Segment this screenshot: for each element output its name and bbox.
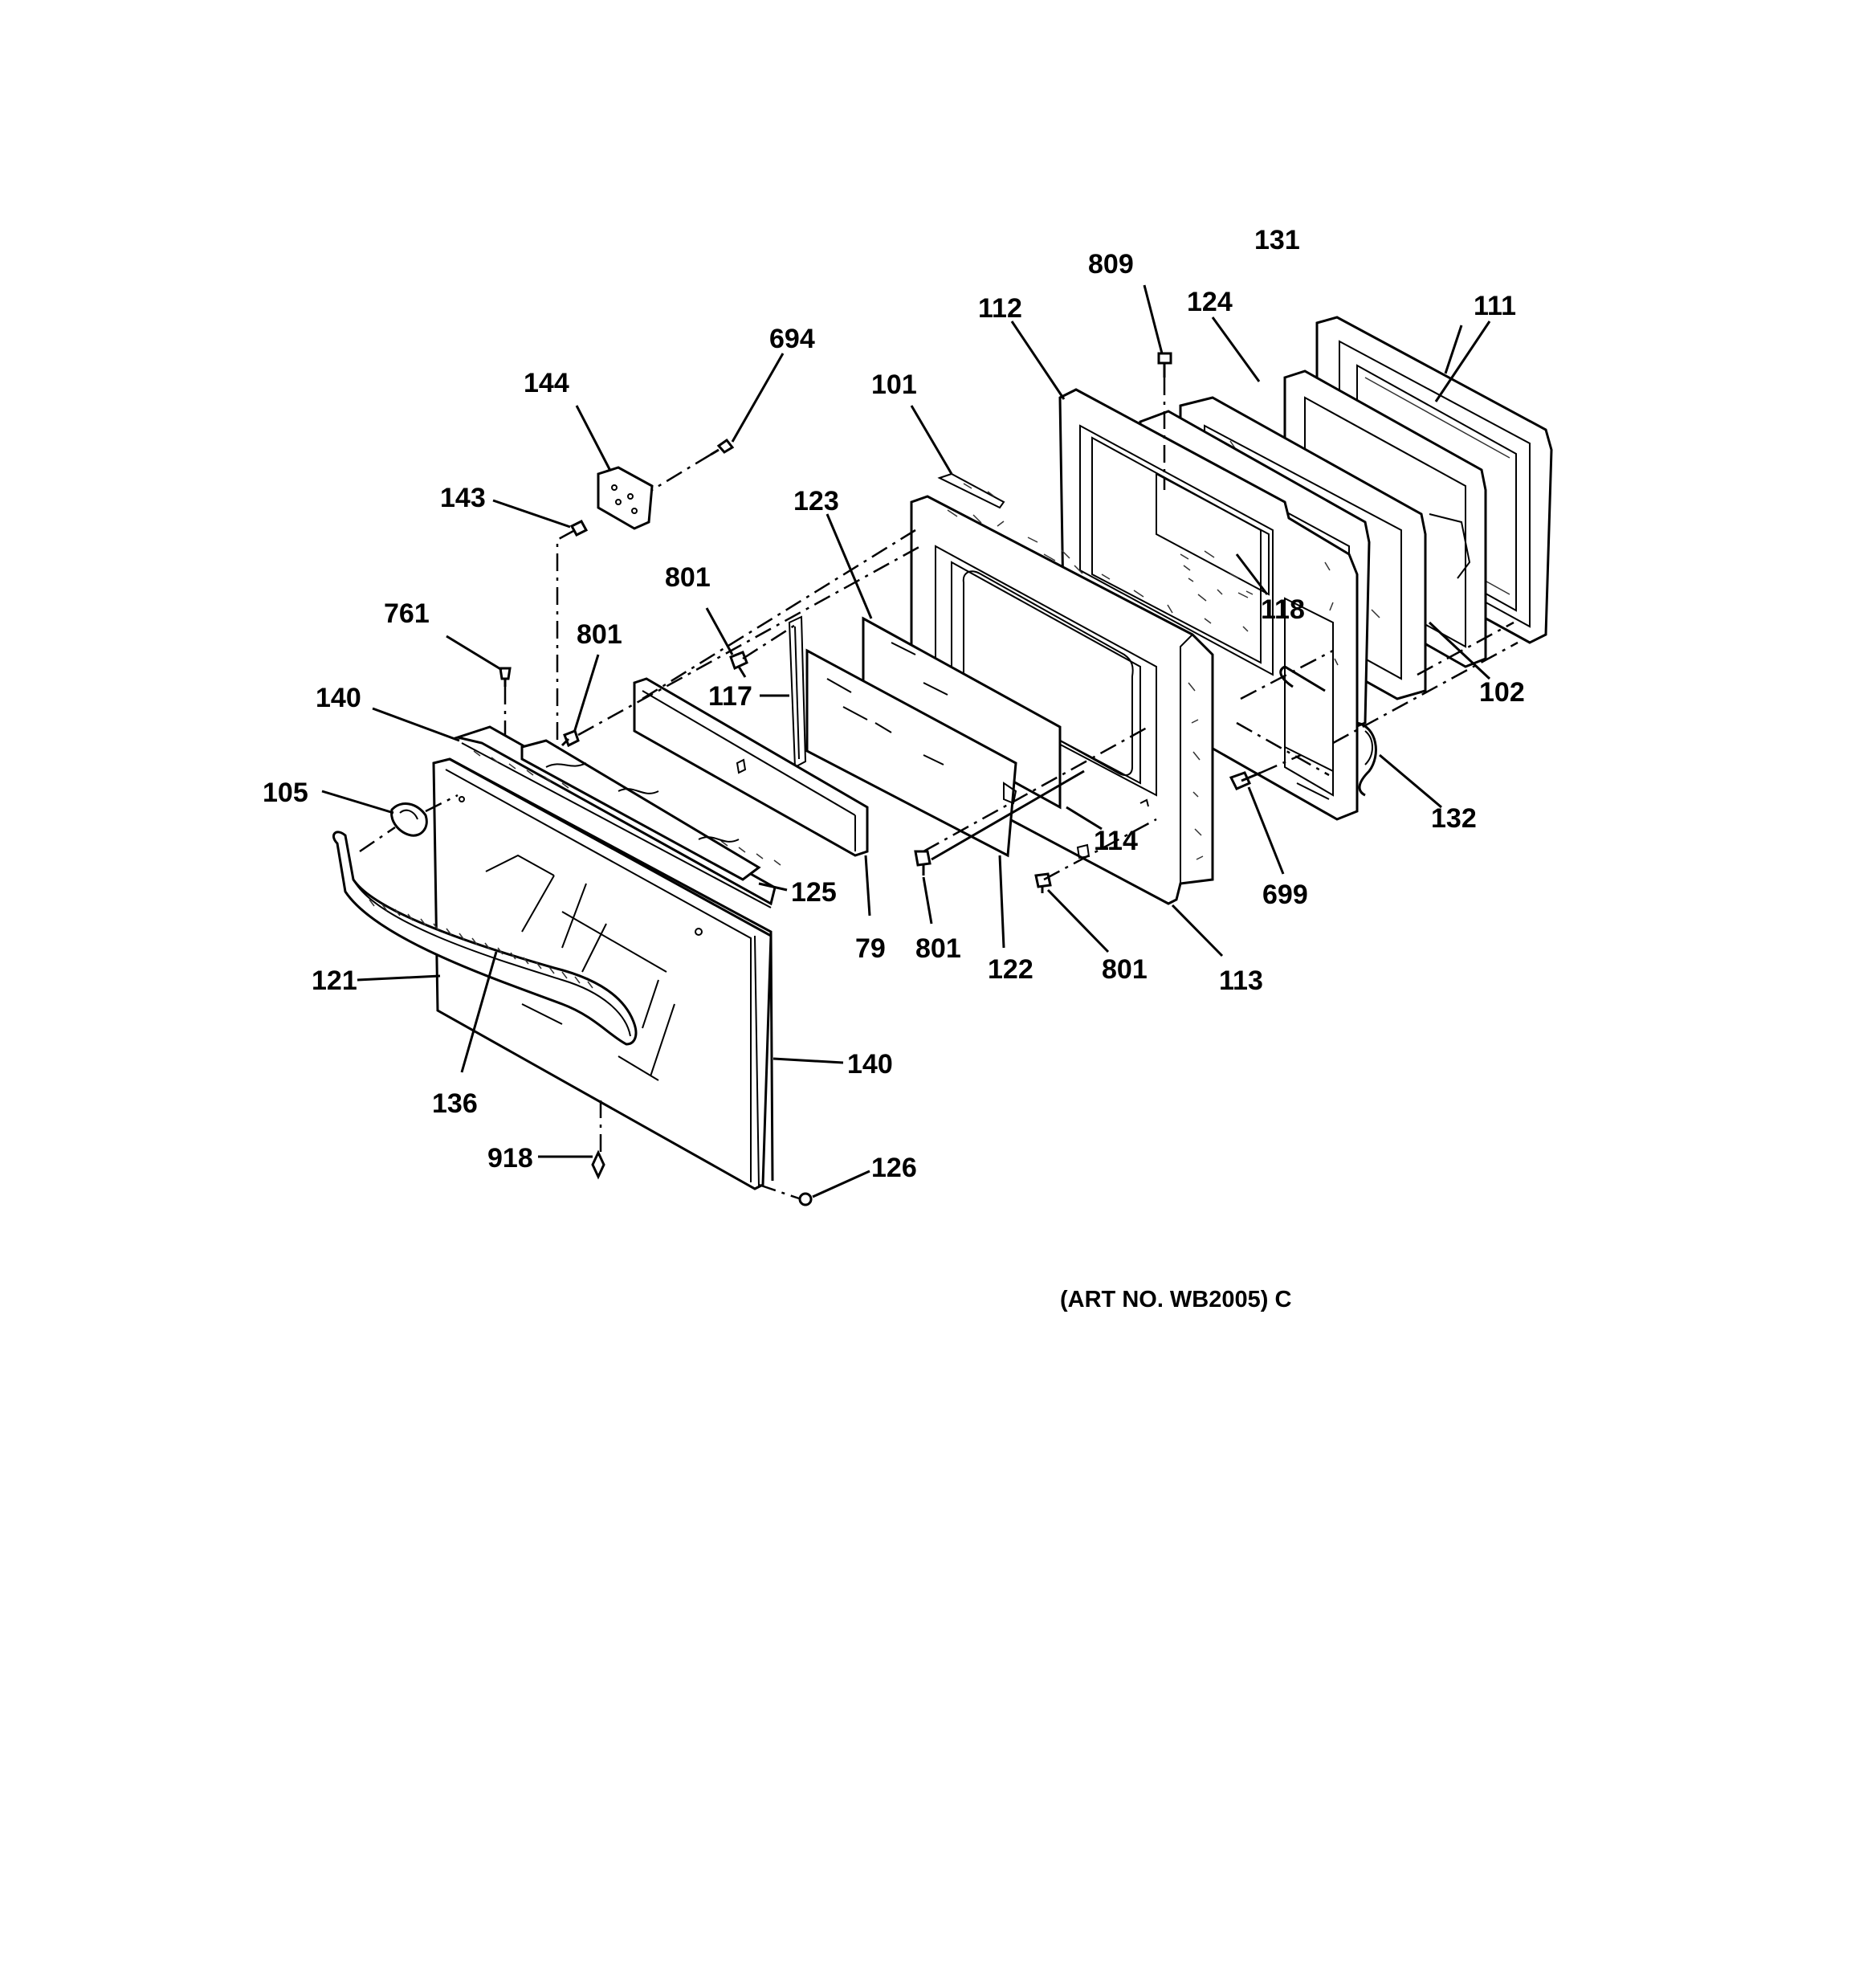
label-801-c: 801 bbox=[915, 933, 961, 964]
label-124: 124 bbox=[1187, 287, 1233, 317]
label-809: 809 bbox=[1088, 249, 1134, 280]
label-118: 118 bbox=[1261, 594, 1305, 625]
screw-809 bbox=[1157, 352, 1172, 490]
label-918: 918 bbox=[487, 1143, 533, 1174]
screw-918 bbox=[591, 1149, 605, 1180]
label-132: 132 bbox=[1431, 803, 1477, 834]
label-761: 761 bbox=[384, 598, 430, 629]
glass-122 bbox=[805, 648, 1017, 858]
leader-lines bbox=[321, 284, 1491, 1198]
spacer-125 bbox=[520, 739, 761, 881]
label-117: 117 bbox=[708, 681, 752, 712]
label-144: 144 bbox=[524, 368, 569, 398]
baffle-79 bbox=[633, 677, 869, 857]
outer-door-140 bbox=[432, 757, 774, 1190]
label-101: 101 bbox=[871, 369, 917, 400]
label-801-d: 801 bbox=[1102, 954, 1148, 985]
label-136: 136 bbox=[432, 1088, 478, 1119]
label-112: 112 bbox=[978, 293, 1022, 324]
label-694: 694 bbox=[769, 324, 815, 354]
screw-694 bbox=[710, 438, 735, 456]
label-801-b: 801 bbox=[577, 619, 622, 650]
screw-699 bbox=[1229, 753, 1302, 790]
label-114: 114 bbox=[1094, 826, 1138, 856]
bumper-126 bbox=[798, 1192, 813, 1206]
door-handle-121 bbox=[332, 831, 638, 1046]
label-131: 131 bbox=[1254, 225, 1300, 255]
art-number: (ART NO. WB2005) C bbox=[1060, 1287, 1291, 1312]
label-801-a: 801 bbox=[665, 562, 711, 593]
label-125: 125 bbox=[791, 877, 837, 908]
end-cap-105 bbox=[390, 802, 428, 837]
label-121: 121 bbox=[312, 965, 357, 996]
hinge-132 bbox=[1356, 721, 1377, 797]
shield-117 bbox=[788, 615, 807, 769]
label-105: 105 bbox=[263, 778, 308, 808]
part-labels: 111 131 809 124 112 694 101 144 143 123 … bbox=[263, 225, 1525, 1183]
label-122: 122 bbox=[988, 954, 1033, 985]
label-126: 126 bbox=[871, 1153, 917, 1183]
screw-761 bbox=[499, 667, 512, 687]
nut-143 bbox=[569, 520, 589, 537]
label-123: 123 bbox=[793, 486, 839, 516]
label-113: 113 bbox=[1219, 965, 1263, 996]
screw-801-lower-a bbox=[914, 850, 932, 876]
label-79: 79 bbox=[855, 933, 886, 964]
window-glass-118 bbox=[1156, 472, 1270, 632]
label-699: 699 bbox=[1262, 880, 1308, 910]
label-140-a: 140 bbox=[316, 683, 361, 713]
hinge-plate-144 bbox=[597, 466, 654, 530]
label-102: 102 bbox=[1479, 677, 1525, 708]
inner-door-101 bbox=[937, 472, 1005, 509]
screw-801-lower-b bbox=[1034, 872, 1052, 893]
label-140-b: 140 bbox=[847, 1049, 893, 1080]
label-111: 111 bbox=[1474, 291, 1516, 321]
screw-801-left bbox=[561, 729, 580, 748]
label-143: 143 bbox=[440, 483, 486, 513]
screw-801-upper bbox=[729, 651, 748, 678]
door-back-140 bbox=[453, 725, 781, 908]
